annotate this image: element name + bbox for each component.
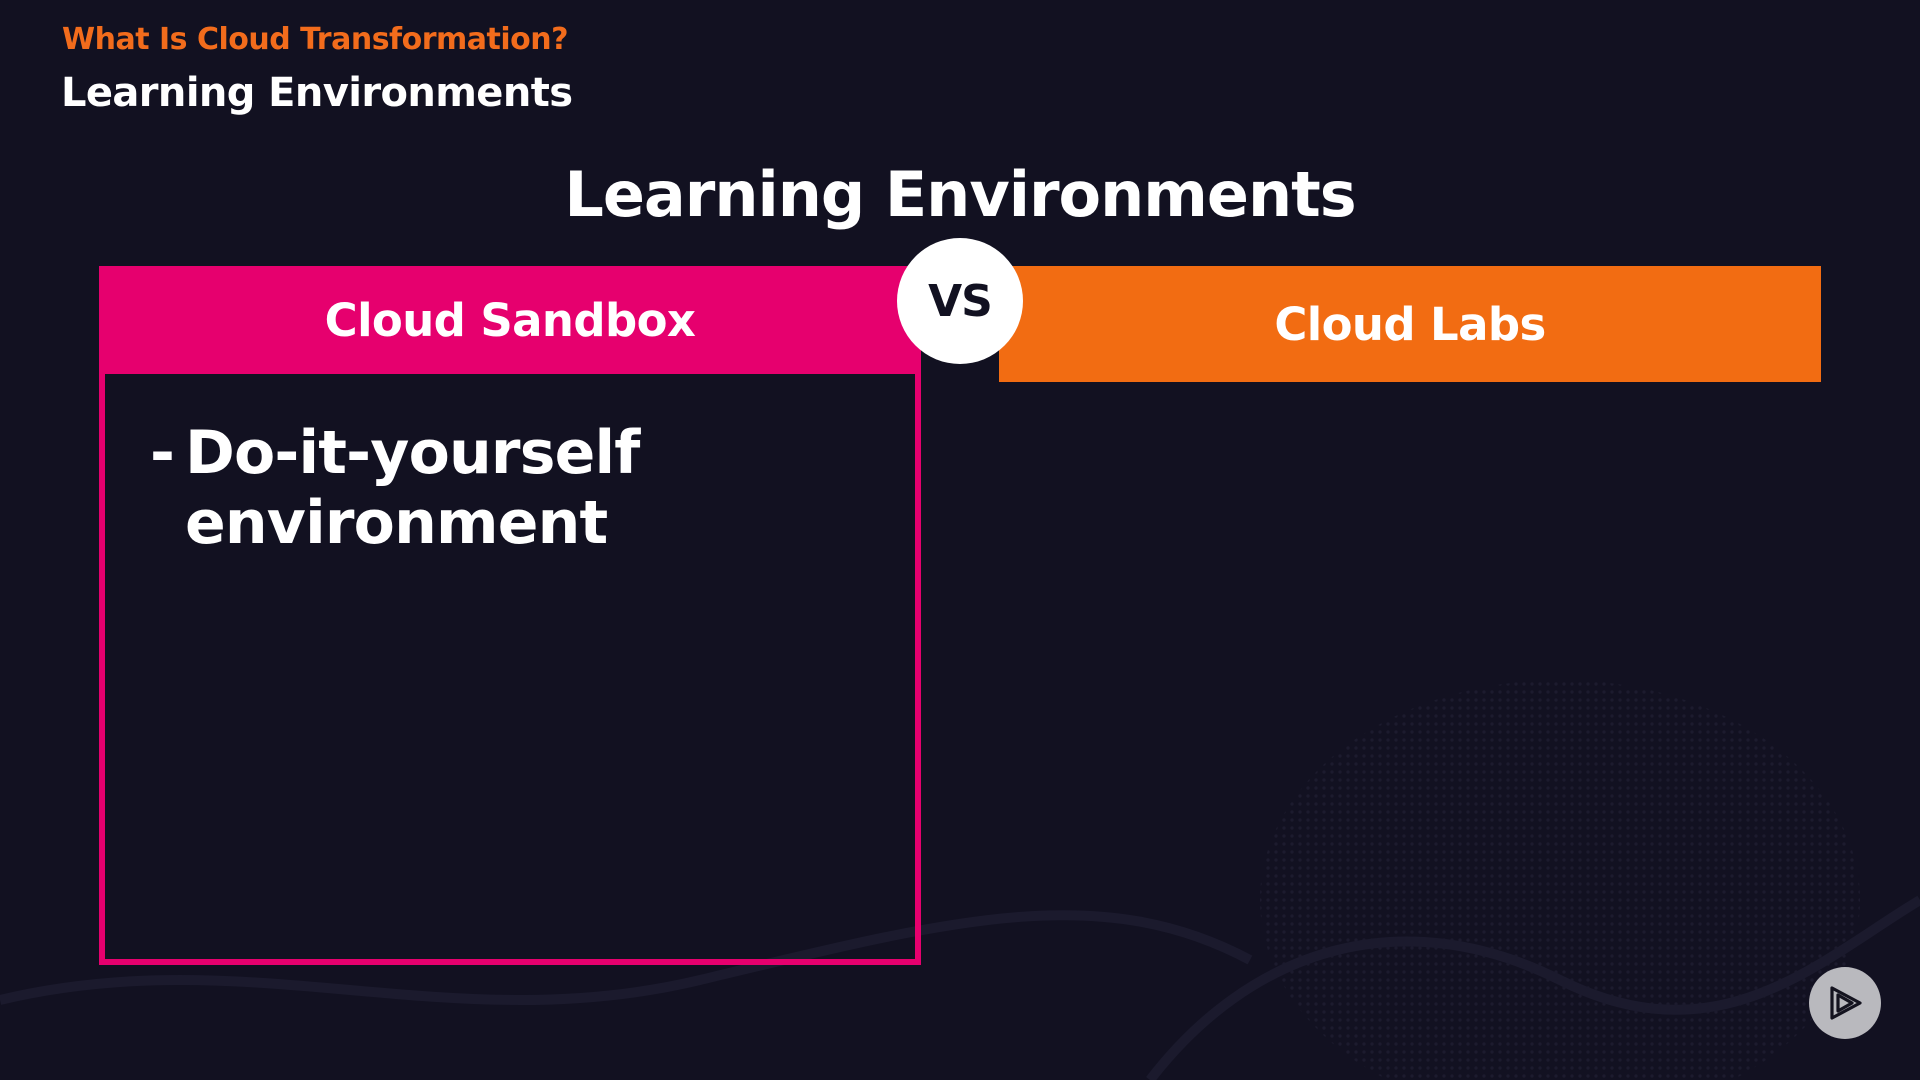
- bullet-text: Do-it-yourself environment: [185, 418, 640, 558]
- cloud-sandbox-panel: - Do-it-yourself environment: [99, 374, 921, 965]
- cloud-labs-heading: Cloud Labs: [1274, 297, 1546, 351]
- player-logo-button[interactable]: [1809, 967, 1881, 1039]
- play-logo-icon: [1830, 986, 1862, 1020]
- vs-badge: VS: [897, 238, 1023, 364]
- bullet-dash: -: [150, 418, 175, 488]
- cloud-sandbox-header: Cloud Sandbox: [99, 266, 921, 374]
- clip-title: Learning Environments: [61, 70, 573, 116]
- slide-title: Learning Environments: [564, 158, 1356, 231]
- cloud-sandbox-heading: Cloud Sandbox: [324, 293, 696, 347]
- cloud-labs-header: Cloud Labs: [999, 266, 1821, 382]
- bullet-item: - Do-it-yourself environment: [150, 418, 865, 558]
- module-label: What Is Cloud Transformation?: [62, 22, 569, 57]
- vs-label: VS: [928, 275, 993, 327]
